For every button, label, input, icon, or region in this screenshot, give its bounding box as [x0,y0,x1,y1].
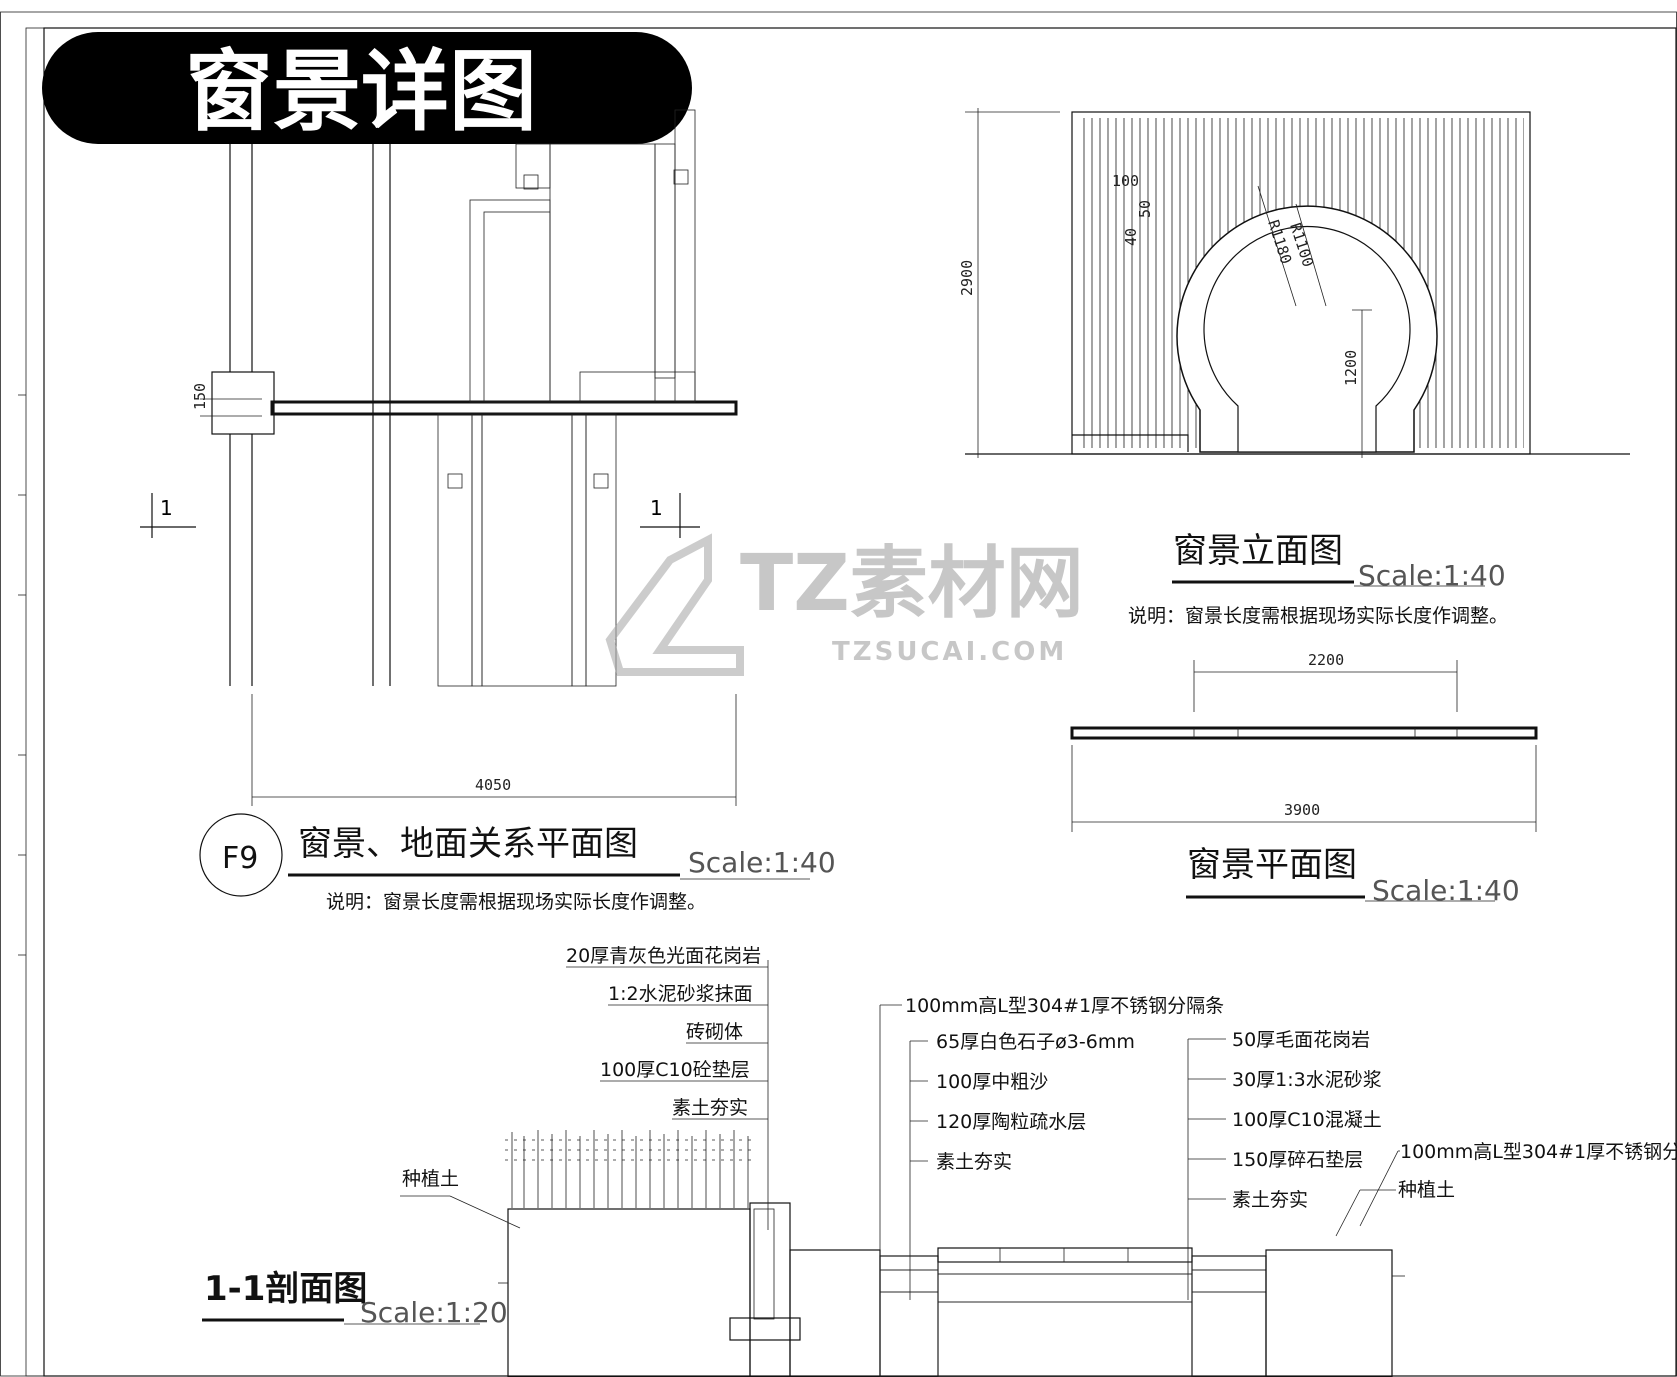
section-labels-left: 20厚青灰色光面花岗岩 1:2水泥砂浆抹面 砖砌体 100厚C10砼垫层 素土夯… [402,945,761,1190]
dim-2900: 2900 [958,260,976,296]
layer-label: 100厚C10砼垫层 [600,1059,750,1081]
section-labels-middle: 100mm高L型304#1厚不锈钢分隔条 65厚白色石子ø3-6mm 100厚中… [905,995,1224,1173]
layer-label: 素土夯实 [936,1151,1012,1173]
relation-plan-title: 窗景、地面关系平面图 [298,824,638,864]
layer-label: 50厚毛面花岗岩 [1232,1029,1370,1051]
window-plan-scale: Scale:1:40 [1372,874,1520,907]
elevation-title: 窗景立面图 [1173,531,1343,571]
drawing-badge: F9 [222,841,258,876]
window-plan-title: 窗景平面图 [1187,845,1357,885]
dim-3900: 3900 [1284,801,1320,819]
section-labels-right: 50厚毛面花岗岩 30厚1:3水泥砂浆 100厚C10混凝土 150厚碎石垫层 … [1232,1029,1677,1211]
layer-label: 素土夯实 [1232,1189,1308,1211]
layer-label: 砖砌体 [686,1021,743,1043]
section-mark-left: 1 [160,496,173,520]
planting-soil-label-right: 种植土 [1398,1179,1455,1201]
layer-label: 素土夯实 [672,1097,748,1119]
relation-plan-drawing: 150 1 1 4050 [140,109,738,806]
header-banner: 窗景详图 [42,32,692,144]
section-scale: Scale:1:20 [360,1296,508,1329]
dim-1200: 1200 [1342,350,1360,386]
section-drawing [400,960,1405,1377]
separator-strip-label-right: 100mm高L型304#1厚不锈钢分隔条 [1400,1141,1677,1163]
dim-40: 40 [1122,228,1140,246]
window-plan-drawing: 2200 3900 [1070,651,1538,832]
watermark-url: TZSUCAI.COM [832,637,1067,667]
watermark-logo-icon [605,533,744,676]
dim-100: 100 [1112,172,1139,190]
elevation-note: 说明：窗景长度需根据现场实际长度作调整。 [1128,605,1508,627]
layer-label: 1:2水泥砂浆抹面 [608,983,753,1005]
layer-label: 150厚碎石垫层 [1232,1149,1363,1171]
section-title: 1-1剖面图 [204,1269,367,1309]
separator-strip-label: 100mm高L型304#1厚不锈钢分隔条 [905,995,1224,1017]
page-title: 窗景详图 [185,40,537,143]
relation-plan-note: 说明：窗景长度需根据现场实际长度作调整。 [326,891,706,913]
relation-plan-scale: Scale:1:40 [688,846,836,879]
dim-2200: 2200 [1308,651,1344,669]
relation-plan-title-block: F9 窗景、地面关系平面图 Scale:1:40 说明：窗景长度需根据现场实际长… [199,813,836,913]
dim-4050: 4050 [475,776,511,794]
watermark: TZ素材网 TZSUCAI.COM [605,533,1084,676]
dim-150: 150 [191,383,209,410]
elevation-drawing: R1100 R1180 100 50 40 2900 1200 [958,108,1630,458]
watermark-brand: TZ素材网 [740,539,1084,629]
section-title-block: 1-1剖面图 Scale:1:20 [202,1269,508,1329]
section-mark-right: 1 [650,496,663,520]
layer-label: 30厚1:3水泥砂浆 [1232,1069,1382,1091]
planting-soil-label-left: 种植土 [402,1168,459,1190]
layer-label: 120厚陶粒疏水层 [936,1111,1086,1133]
elevation-title-block: 窗景立面图 Scale:1:40 说明：窗景长度需根据现场实际长度作调整。 [1128,531,1508,627]
layer-label: 100厚中粗沙 [936,1071,1048,1093]
layer-label: 100厚C10混凝土 [1232,1109,1382,1131]
window-plan-title-block: 窗景平面图 Scale:1:40 [1186,845,1520,907]
layer-label: 65厚白色石子ø3-6mm [936,1031,1135,1053]
layer-label: 20厚青灰色光面花岗岩 [566,945,761,967]
dim-50: 50 [1136,200,1154,218]
elevation-scale: Scale:1:40 [1358,559,1506,592]
